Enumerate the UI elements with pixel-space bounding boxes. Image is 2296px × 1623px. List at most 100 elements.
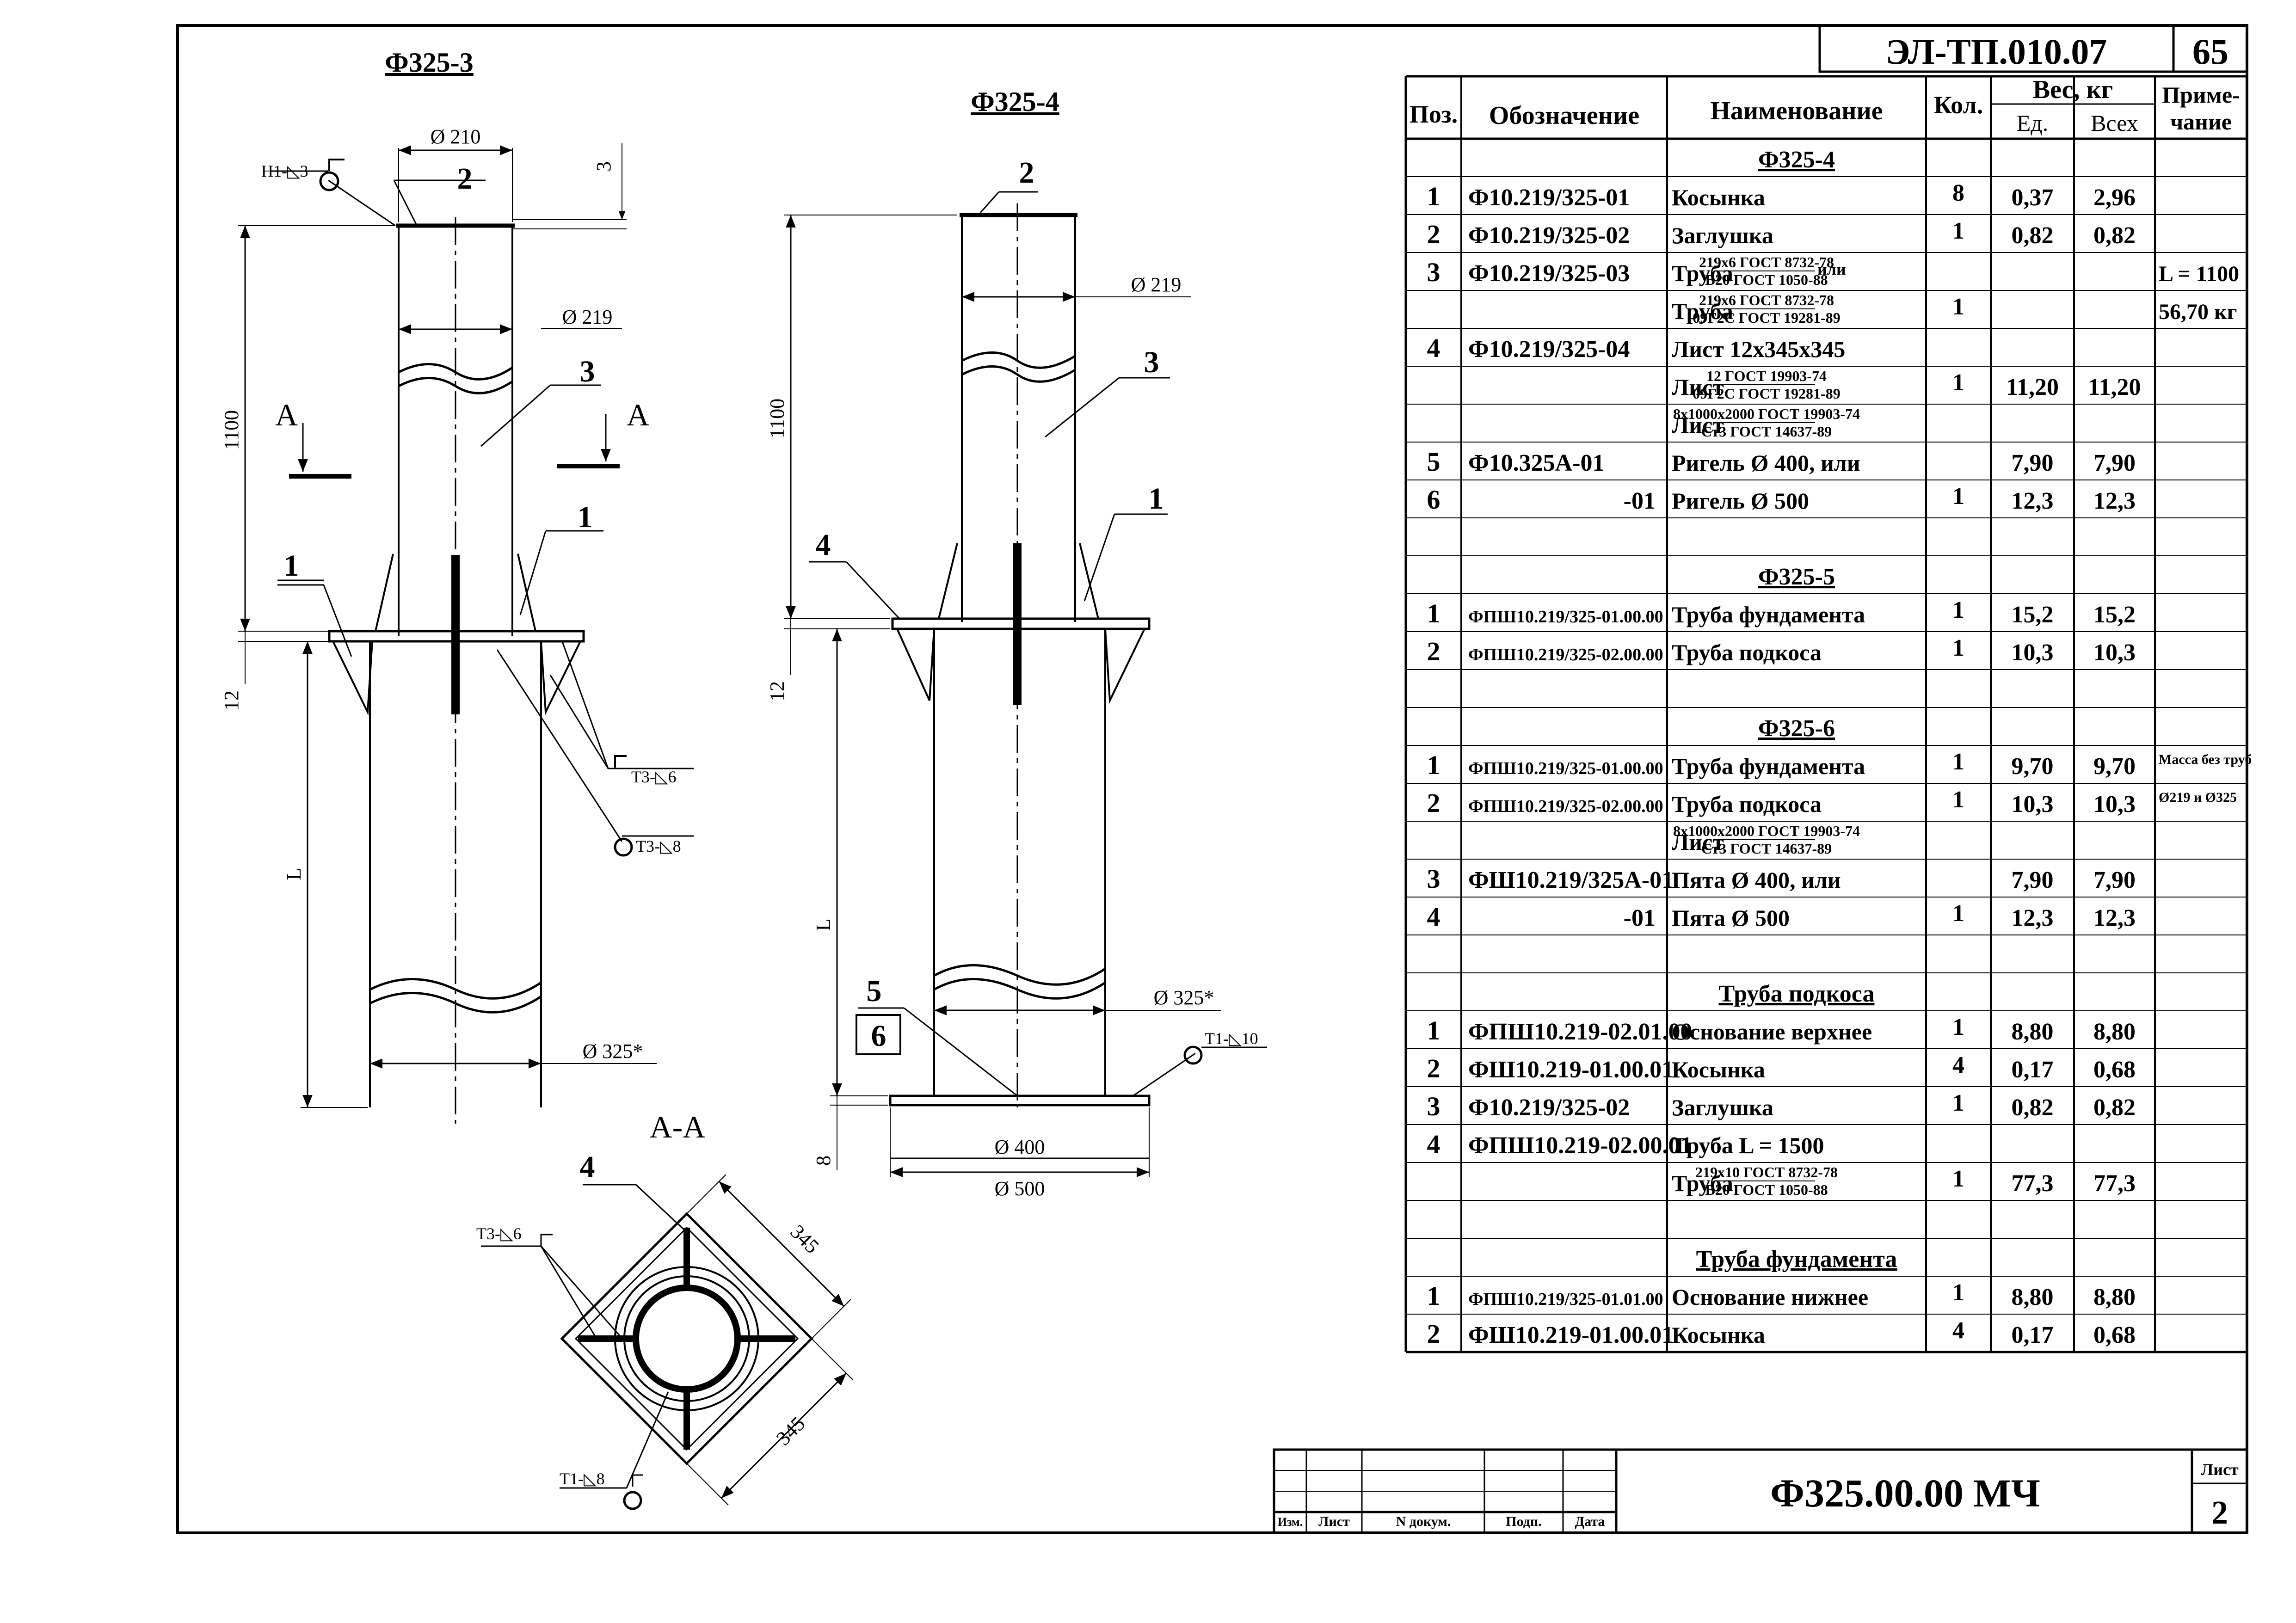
table-pos: 2 (1427, 219, 1440, 249)
table-weight-total: 7,90 (2093, 450, 2136, 476)
table-name-sub: 8х1000х2000 ГОСТ 19903-74 (1673, 406, 1860, 422)
table-name: Косынка (1672, 1322, 1765, 1348)
table-name: Труба фундамента (1672, 753, 1865, 779)
callout-2-v2: 2 (1019, 156, 1034, 190)
table-name: Заглушка (1672, 222, 1773, 248)
dim-d325: Ø 325* (583, 1040, 643, 1063)
table-designation: ФШ10.219/325А-01 (1468, 867, 1674, 893)
table-name-tail: или (1817, 260, 1846, 278)
table-designation: ФПШ10.219/325-02.00.00 (1468, 797, 1663, 816)
dim-h8: 8 (812, 1156, 835, 1166)
table-weight-unit: 0,82 (2012, 222, 2054, 249)
section-mark-left: А (275, 397, 298, 432)
header-block: ЭЛ-ТП.010.07 65 (1818, 25, 2247, 73)
weld-t3-8: Т3-◺8 (636, 837, 681, 855)
table-pos: 2 (1427, 1319, 1440, 1349)
section-mark-right: А (627, 397, 649, 432)
table-weight-total: 10,3 (2093, 791, 2136, 818)
table-name: Пята Ø 500 (1672, 905, 1790, 931)
table-designation: ФПШ10.219/325-02.00.00 (1468, 645, 1663, 664)
header-designation: Обозначение (1489, 101, 1639, 130)
table-designation: ФШ10.219-01.00.01 (1468, 1057, 1674, 1083)
table-weight-unit: 0,17 (2012, 1057, 2054, 1083)
table-qty: 1 (1952, 369, 1964, 396)
table-weight-total: 15,2 (2093, 602, 2136, 628)
table-name-sub: 09Г2С ГОСТ 19281-89 (1693, 385, 1840, 402)
table-name: Труба L = 1500 (1672, 1132, 1824, 1158)
table-qty: 1 (1952, 1090, 1964, 1116)
tb-date: Дата (1575, 1514, 1605, 1529)
table-designation: Ф10.219/325-02 (1468, 1094, 1630, 1121)
table-pos: 4 (1427, 902, 1440, 932)
dim-d500: Ø 500 (995, 1177, 1045, 1200)
dim-d219: Ø 219 (562, 306, 613, 328)
table-qty: 1 (1952, 900, 1964, 927)
view-title-f325-4: Ф325-4 (971, 86, 1059, 117)
table-name-sub: В20 ГОСТ 1050-88 (1705, 271, 1828, 288)
table-section-title: Ф325-6 (1758, 715, 1835, 742)
table-designation: Ф10.219/325-04 (1468, 336, 1630, 363)
table-weight-total: 77,3 (2093, 1170, 2136, 1197)
table-weight-total: 0,68 (2093, 1322, 2136, 1348)
dim-h1100: 1100 (220, 410, 243, 450)
table-name: Труба (1672, 298, 1733, 324)
table-weight-total: 0,82 (2093, 222, 2136, 249)
dim-h12: 12 (220, 690, 243, 711)
table-name: Лист (1672, 829, 1724, 855)
table-name-sub: 8х1000х2000 ГОСТ 19903-74 (1673, 823, 1860, 839)
tb-ndoc: N докум. (1396, 1514, 1451, 1529)
table-pos: 5 (1427, 447, 1440, 477)
table-qty: 1 (1952, 294, 1964, 320)
callout-6: 6 (871, 1019, 886, 1053)
table-pos: 1 (1427, 181, 1440, 211)
table-qty: 1 (1952, 1279, 1964, 1306)
table-pos: 2 (1427, 788, 1440, 818)
tb-sheet-number: 2 (2211, 1494, 2228, 1531)
table-qty: 1 (1952, 1166, 1964, 1192)
tb-list: Лист (1318, 1514, 1350, 1529)
table-note: 56,70 кг (2159, 300, 2237, 324)
dim-d219-v2: Ø 219 (1131, 273, 1182, 296)
table-section-title: Труба подкоса (1718, 981, 1874, 1007)
table-weight-total: 0,68 (2093, 1057, 2136, 1083)
table-weight-unit: 10,3 (2012, 791, 2054, 818)
view-title-f325-3: Ф325-3 (385, 47, 474, 78)
header-page-number: 65 (2192, 31, 2228, 72)
callout-4-v2: 4 (816, 528, 831, 562)
header-weight: Вес, кг (2033, 75, 2113, 104)
table-pos: 3 (1427, 1091, 1440, 1121)
table-designation: ФПШ10.219-02.00.01 (1468, 1132, 1693, 1159)
dim-hL: L (283, 868, 305, 880)
table-weight-unit: 8,80 (2012, 1284, 2054, 1310)
table-name: Труба подкоса (1672, 791, 1822, 817)
header-total: Всех (2091, 110, 2138, 136)
table-qty: 1 (1952, 635, 1964, 661)
header-unit: Ед. (2017, 110, 2048, 136)
table-qty: 4 (1952, 1317, 1964, 1344)
table-pos: 1 (1427, 598, 1440, 628)
section-title-a-a: А-А (650, 1109, 706, 1144)
table-weight-unit: 8,80 (2012, 1019, 2054, 1045)
header-name: Наименование (1710, 97, 1883, 125)
table-name: Труба фундамента (1672, 602, 1865, 627)
callout-5: 5 (867, 974, 882, 1008)
table-name: Лист (1672, 412, 1724, 438)
sheet-border (176, 24, 2248, 1534)
dim-345-a: 345 (786, 1220, 824, 1258)
table-weight-total: 7,90 (2093, 867, 2136, 893)
weld-t3-6-section: Т3-◺6 (476, 1224, 522, 1243)
table-weight-unit: 15,2 (2012, 602, 2054, 628)
table-weight-unit: 7,90 (2012, 450, 2054, 476)
table-qty: 1 (1952, 597, 1964, 623)
section-a-a (481, 1174, 854, 1510)
header-note: чание (2170, 109, 2232, 135)
table-qty: 1 (1952, 787, 1964, 813)
table-name: Ригель Ø 400, или (1672, 450, 1860, 476)
callout-1: 1 (578, 500, 593, 534)
view-f325-4-text: Ф325-4 Ø 219 Ø 325* Ø 400 Ø 500 1100 12 … (766, 86, 1258, 1200)
table-name-sub: Ст3 ГОСТ 14637-89 (1701, 423, 1832, 440)
table-weight-unit: 0,37 (2012, 184, 2054, 211)
table-name: Косынка (1672, 1057, 1765, 1082)
dim-d210: Ø 210 (431, 125, 481, 148)
